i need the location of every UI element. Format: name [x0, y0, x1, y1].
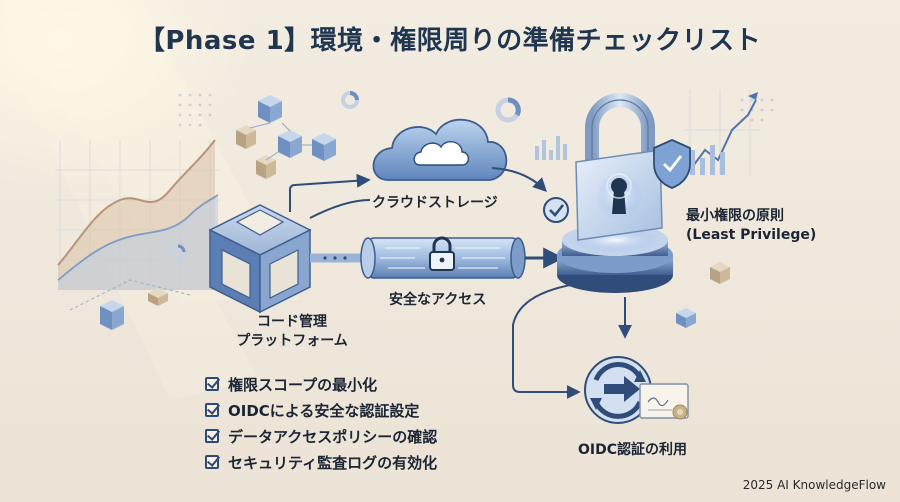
background-donut-top — [170, 91, 521, 260]
least-privilege-label-line1: 最小権限の原則 — [686, 208, 784, 224]
checklist-item: セキュリティ監査ログの有効化 — [205, 449, 437, 475]
certificate-icon — [639, 383, 689, 420]
connector-cube-to-cloud — [289, 173, 371, 212]
oidc-usage-label: OIDC認証の利用 — [578, 442, 688, 458]
page-title: 【Phase 1】環境・権限周りの準備チェックリスト — [138, 26, 762, 56]
code-platform-label-line2: プラットフォーム — [236, 333, 348, 349]
floating-cubes — [100, 95, 730, 330]
checklist-item: データアクセスポリシーの確認 — [205, 423, 437, 449]
dot-trail — [323, 256, 347, 260]
cloud-storage-label: クラウドストレージ — [372, 195, 498, 211]
connector-loop-to-oidc — [512, 281, 591, 399]
checkbox-checked-icon — [205, 377, 219, 391]
code-platform-label: コード管理 プラットフォーム — [222, 313, 362, 351]
checkbox-checked-icon — [205, 455, 219, 469]
checkbox-checked-icon — [205, 429, 219, 443]
background-bars-mid — [535, 136, 567, 160]
checklist: 権限スコープの最小化 OIDCによる安全な認証設定 データアクセスポリシーの確認… — [205, 371, 437, 475]
checklist-item: 権限スコープの最小化 — [205, 371, 437, 397]
oidc-auth-icon — [584, 356, 652, 424]
checklist-item: OIDCによる安全な認証設定 — [205, 397, 437, 423]
connector-cube-to-storage-label — [309, 199, 371, 219]
secure-access-label: 安全なアクセス — [389, 292, 487, 308]
background-area-chart — [55, 139, 220, 311]
least-privilege-padlock-icon — [557, 93, 673, 293]
checklist-item-label: 権限スコープの最小化 — [228, 375, 378, 394]
dot-pattern-left — [178, 93, 212, 127]
credit-text: 2025 AI KnowledgeFlow — [742, 478, 886, 492]
background-line-chart-right — [685, 90, 760, 175]
code-platform-label-line1: コード管理 — [257, 314, 327, 330]
shield-check-icon — [653, 139, 691, 189]
small-padlock-icon — [429, 236, 455, 271]
connector-cloud-to-lock — [491, 167, 547, 192]
least-privilege-label: 最小権限の原則 (Least Privilege) — [686, 207, 816, 245]
checklist-item-label: セキュリティ監査ログの有効化 — [228, 453, 438, 472]
cloud-storage-icon — [372, 118, 508, 181]
verified-check-icon — [543, 197, 569, 223]
checklist-item-label: OIDCによる安全な認証設定 — [228, 401, 420, 420]
checklist-item-label: データアクセスポリシーの確認 — [228, 427, 438, 446]
checkbox-checked-icon — [205, 403, 219, 417]
least-privilege-label-line2: (Least Privilege) — [686, 227, 817, 243]
code-platform-cube-icon — [208, 204, 312, 314]
